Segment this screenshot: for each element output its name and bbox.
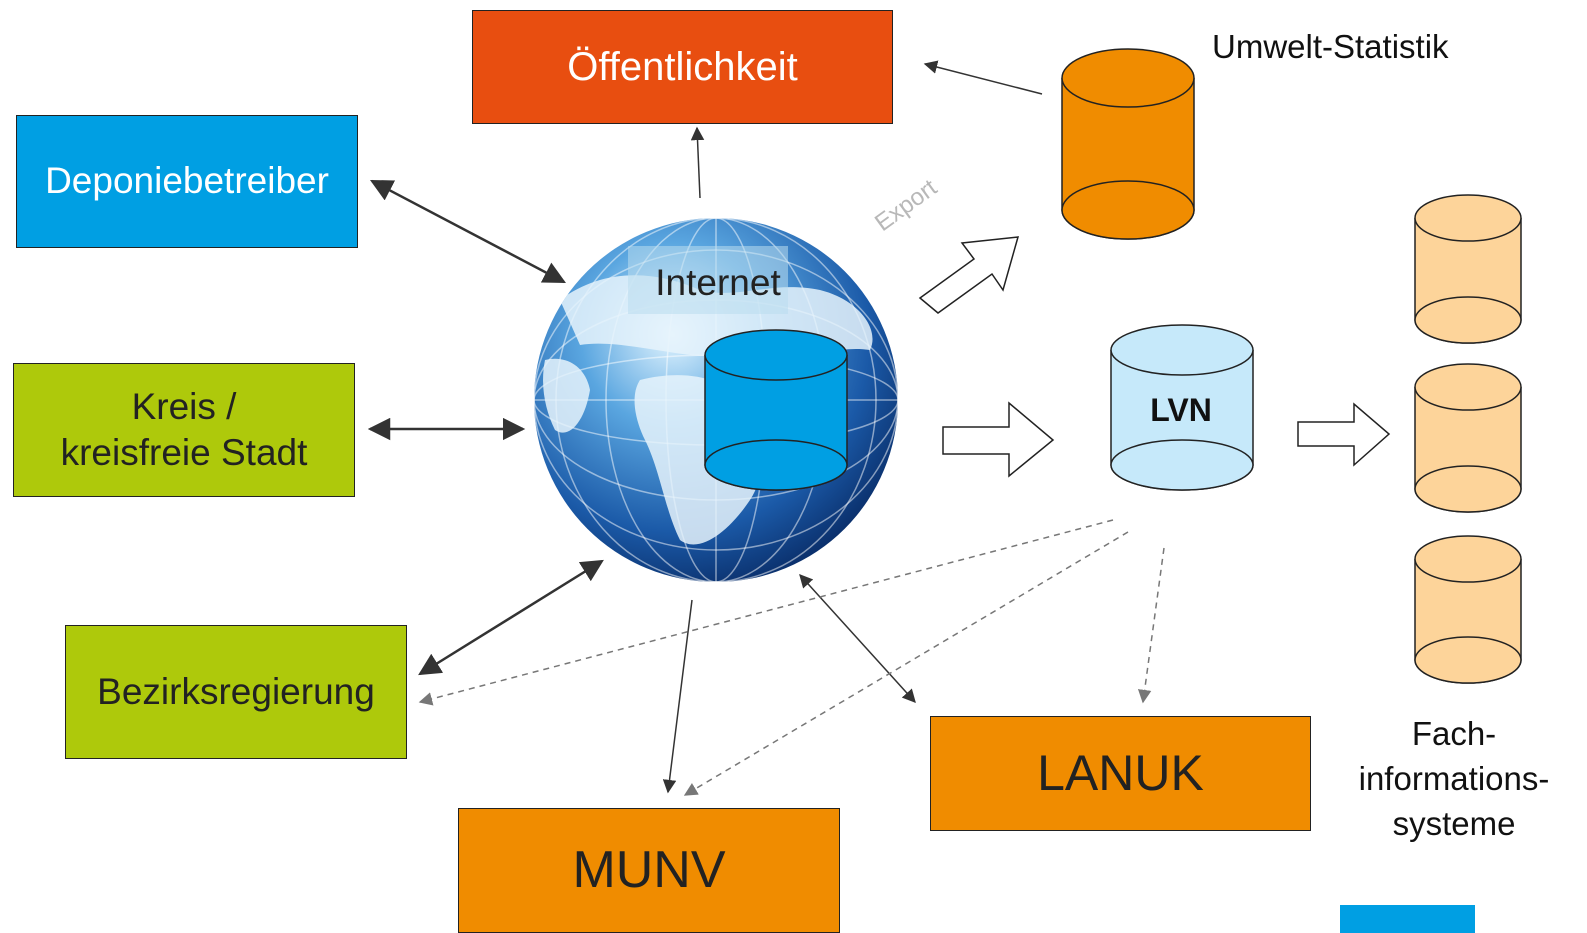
block-arrow-export xyxy=(918,236,1020,314)
internet-database-icon xyxy=(704,329,848,491)
fach-database-icon-2 xyxy=(1414,363,1522,513)
fach-label-line2: informations- xyxy=(1358,759,1550,797)
box-kreis-label-line1: Kreis / xyxy=(131,385,237,427)
arrow-umwelt-to-oeffentlichkeit xyxy=(923,60,1043,95)
fach-database-icon-3 xyxy=(1414,535,1522,684)
corner-logo xyxy=(1340,905,1475,933)
dashed-arrow-lvn-to-lanuk xyxy=(1137,547,1165,704)
box-kreis: Kreis / kreisfreie Stadt xyxy=(13,363,355,497)
box-deponiebetreiber: Deponiebetreiber xyxy=(16,115,358,248)
umwelt-statistik-label: Umwelt-Statistik xyxy=(1212,28,1449,65)
box-munv-label: MUNV xyxy=(572,841,726,899)
box-lanuk: LANUK xyxy=(930,716,1311,831)
box-bezirksregierung: Bezirksregierung xyxy=(65,625,407,759)
fach-label-line3: systeme xyxy=(1392,804,1516,842)
box-deponiebetreiber-label: Deponiebetreiber xyxy=(45,160,329,202)
arrow-deponiebetreiber-internet xyxy=(370,179,566,284)
umwelt-statistik-database-icon xyxy=(1061,48,1195,240)
block-arrow-to-lvn xyxy=(942,401,1055,478)
block-arrow-to-fach xyxy=(1297,402,1391,467)
fach-label-line1: Fach- xyxy=(1411,715,1497,752)
box-bezirksregierung-label: Bezirksregierung xyxy=(97,670,375,712)
fachinformationssysteme-label: Fach- informations- systeme xyxy=(1340,712,1568,847)
arrow-bezirk-internet xyxy=(418,559,604,676)
internet-label: Internet xyxy=(655,262,781,303)
arrow-internet-lanuk xyxy=(799,573,916,704)
box-kreis-label-line2: kreisfreie Stadt xyxy=(60,432,308,473)
arrow-internet-to-munv xyxy=(662,599,693,794)
dashed-arrow-lvn-to-bezirk xyxy=(418,519,1114,706)
box-oeffentlichkeit: Öffentlichkeit xyxy=(472,10,893,124)
arrow-internet-to-oeffentlichkeit xyxy=(690,126,705,199)
box-munv: MUNV xyxy=(458,808,840,933)
lvn-database-icon xyxy=(1110,324,1254,491)
lvn-label: LVN xyxy=(1150,392,1212,428)
dashed-arrow-lvn-to-munv xyxy=(683,531,1129,796)
box-oeffentlichkeit-label: Öffentlichkeit xyxy=(567,45,798,89)
fach-database-icon-1 xyxy=(1414,194,1522,344)
box-lanuk-label: LANUK xyxy=(1037,745,1204,802)
